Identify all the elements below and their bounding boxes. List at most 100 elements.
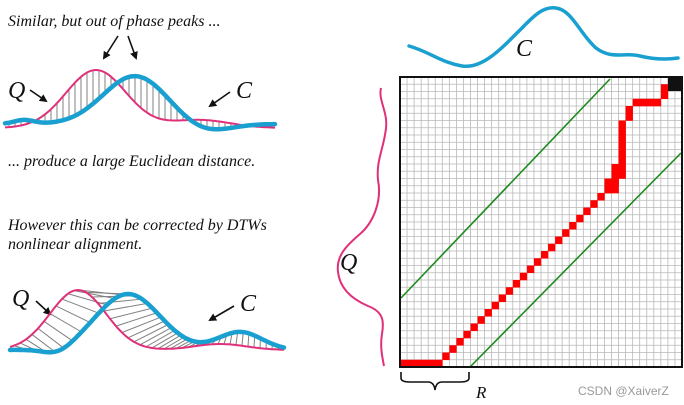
hatch-line bbox=[49, 313, 82, 333]
arrow-icon bbox=[208, 91, 231, 108]
warp-cell bbox=[583, 207, 591, 216]
warp-cell bbox=[541, 251, 549, 259]
warp-cell bbox=[569, 222, 577, 230]
warp-cell bbox=[618, 149, 626, 158]
warp-cell bbox=[618, 164, 626, 172]
series-q-top bbox=[4, 69, 275, 129]
warp-cell bbox=[625, 106, 633, 114]
arrow-icon bbox=[35, 300, 52, 316]
series-q-bottom bbox=[9, 288, 284, 351]
hatch-line bbox=[163, 336, 185, 350]
label-c-matrix: C bbox=[516, 36, 533, 62]
warp-cell bbox=[421, 359, 429, 368]
warp-cell bbox=[428, 359, 436, 368]
arrow-icon bbox=[208, 305, 235, 322]
hatch-line bbox=[133, 324, 169, 343]
matrix-corner-marker bbox=[668, 77, 682, 91]
hatch-line bbox=[121, 316, 162, 334]
warp-cell bbox=[660, 91, 669, 100]
warp-cell bbox=[555, 236, 563, 245]
warp-cell bbox=[604, 185, 612, 194]
hatch-line bbox=[103, 302, 148, 312]
label-c-top: C bbox=[236, 78, 253, 104]
series-q-matrix bbox=[336, 87, 388, 367]
warp-cell bbox=[618, 156, 626, 165]
warp-cell bbox=[491, 301, 499, 310]
warp-cell bbox=[470, 323, 478, 332]
warp-cell bbox=[625, 113, 633, 121]
warp-cell bbox=[407, 359, 415, 368]
label-q-bottom: Q bbox=[12, 286, 29, 312]
caption-bottom-line2: nonlinear alignment. bbox=[8, 236, 142, 253]
hatch-line bbox=[43, 320, 73, 342]
brace-icon bbox=[400, 372, 470, 391]
hatch-line bbox=[97, 298, 142, 305]
warp-cell bbox=[456, 338, 464, 346]
series-c-matrix bbox=[407, 6, 680, 68]
warp-cell bbox=[533, 258, 542, 266]
warp-cell bbox=[618, 127, 626, 136]
warp-cell bbox=[505, 287, 514, 295]
caption-middle: ... produce a large Euclidean distance. bbox=[8, 153, 255, 170]
warp-cell bbox=[562, 229, 570, 237]
arrow-icon bbox=[102, 35, 138, 60]
series-c-top bbox=[2, 73, 278, 132]
cost-matrix-grid bbox=[400, 77, 682, 367]
warp-cell bbox=[597, 193, 605, 201]
warp-cell bbox=[646, 98, 655, 107]
warp-cell bbox=[618, 120, 626, 129]
warp-cell bbox=[611, 164, 619, 172]
warp-cell bbox=[477, 316, 485, 324]
warp-cell bbox=[618, 171, 626, 179]
warp-cell bbox=[639, 98, 648, 107]
hatch-line bbox=[37, 327, 65, 349]
label-q-matrix: Q bbox=[340, 250, 357, 276]
caption-top: Similar, but out of phase peaks ... bbox=[8, 13, 220, 30]
warp-cell bbox=[548, 243, 556, 252]
warp-cell bbox=[435, 359, 443, 368]
hatch-line bbox=[109, 307, 153, 320]
series-c-bottom bbox=[7, 291, 287, 355]
hatch-line bbox=[55, 305, 91, 323]
warp-cell bbox=[484, 309, 492, 317]
warp-cell bbox=[463, 330, 471, 339]
hatch-line bbox=[61, 298, 99, 314]
warp-cell bbox=[449, 345, 457, 353]
warp-cell bbox=[660, 84, 669, 92]
warp-cell bbox=[498, 294, 507, 303]
arrow-icon bbox=[29, 89, 48, 103]
hatch-line bbox=[145, 329, 175, 348]
label-r: R bbox=[475, 383, 487, 402]
warp-cell bbox=[611, 185, 619, 194]
warp-cell bbox=[442, 352, 450, 361]
warping-window-lower bbox=[469, 152, 682, 368]
warp-cell bbox=[590, 200, 598, 208]
warp-cell bbox=[618, 135, 626, 143]
hatch-line bbox=[157, 334, 182, 350]
caption-bottom-line1: However this can be corrected by DTWs bbox=[7, 217, 267, 234]
warping-window-upper bbox=[400, 78, 611, 299]
warp-cell bbox=[576, 214, 584, 223]
watermark: CSDN @XaiverZ bbox=[578, 384, 669, 398]
warp-cell bbox=[519, 272, 528, 281]
warp-cell bbox=[604, 178, 612, 187]
hatch-line bbox=[31, 334, 56, 353]
warp-cell bbox=[611, 178, 619, 187]
hatch-line bbox=[169, 338, 188, 350]
warp-cell bbox=[414, 359, 422, 368]
warp-cell bbox=[526, 265, 535, 274]
hatch-line bbox=[241, 332, 244, 346]
hatch-line bbox=[73, 290, 116, 299]
hatch-line bbox=[115, 312, 158, 327]
warp-cell bbox=[618, 142, 626, 150]
hatch-line bbox=[127, 320, 165, 339]
warp-cell bbox=[611, 171, 619, 179]
warp-cell bbox=[653, 98, 662, 107]
warp-cell bbox=[632, 98, 640, 107]
hatch-line bbox=[139, 327, 172, 346]
cost-matrix-border bbox=[399, 76, 683, 368]
warp-cell bbox=[512, 280, 521, 288]
warp-cell bbox=[400, 359, 408, 368]
warping-path bbox=[400, 77, 683, 368]
